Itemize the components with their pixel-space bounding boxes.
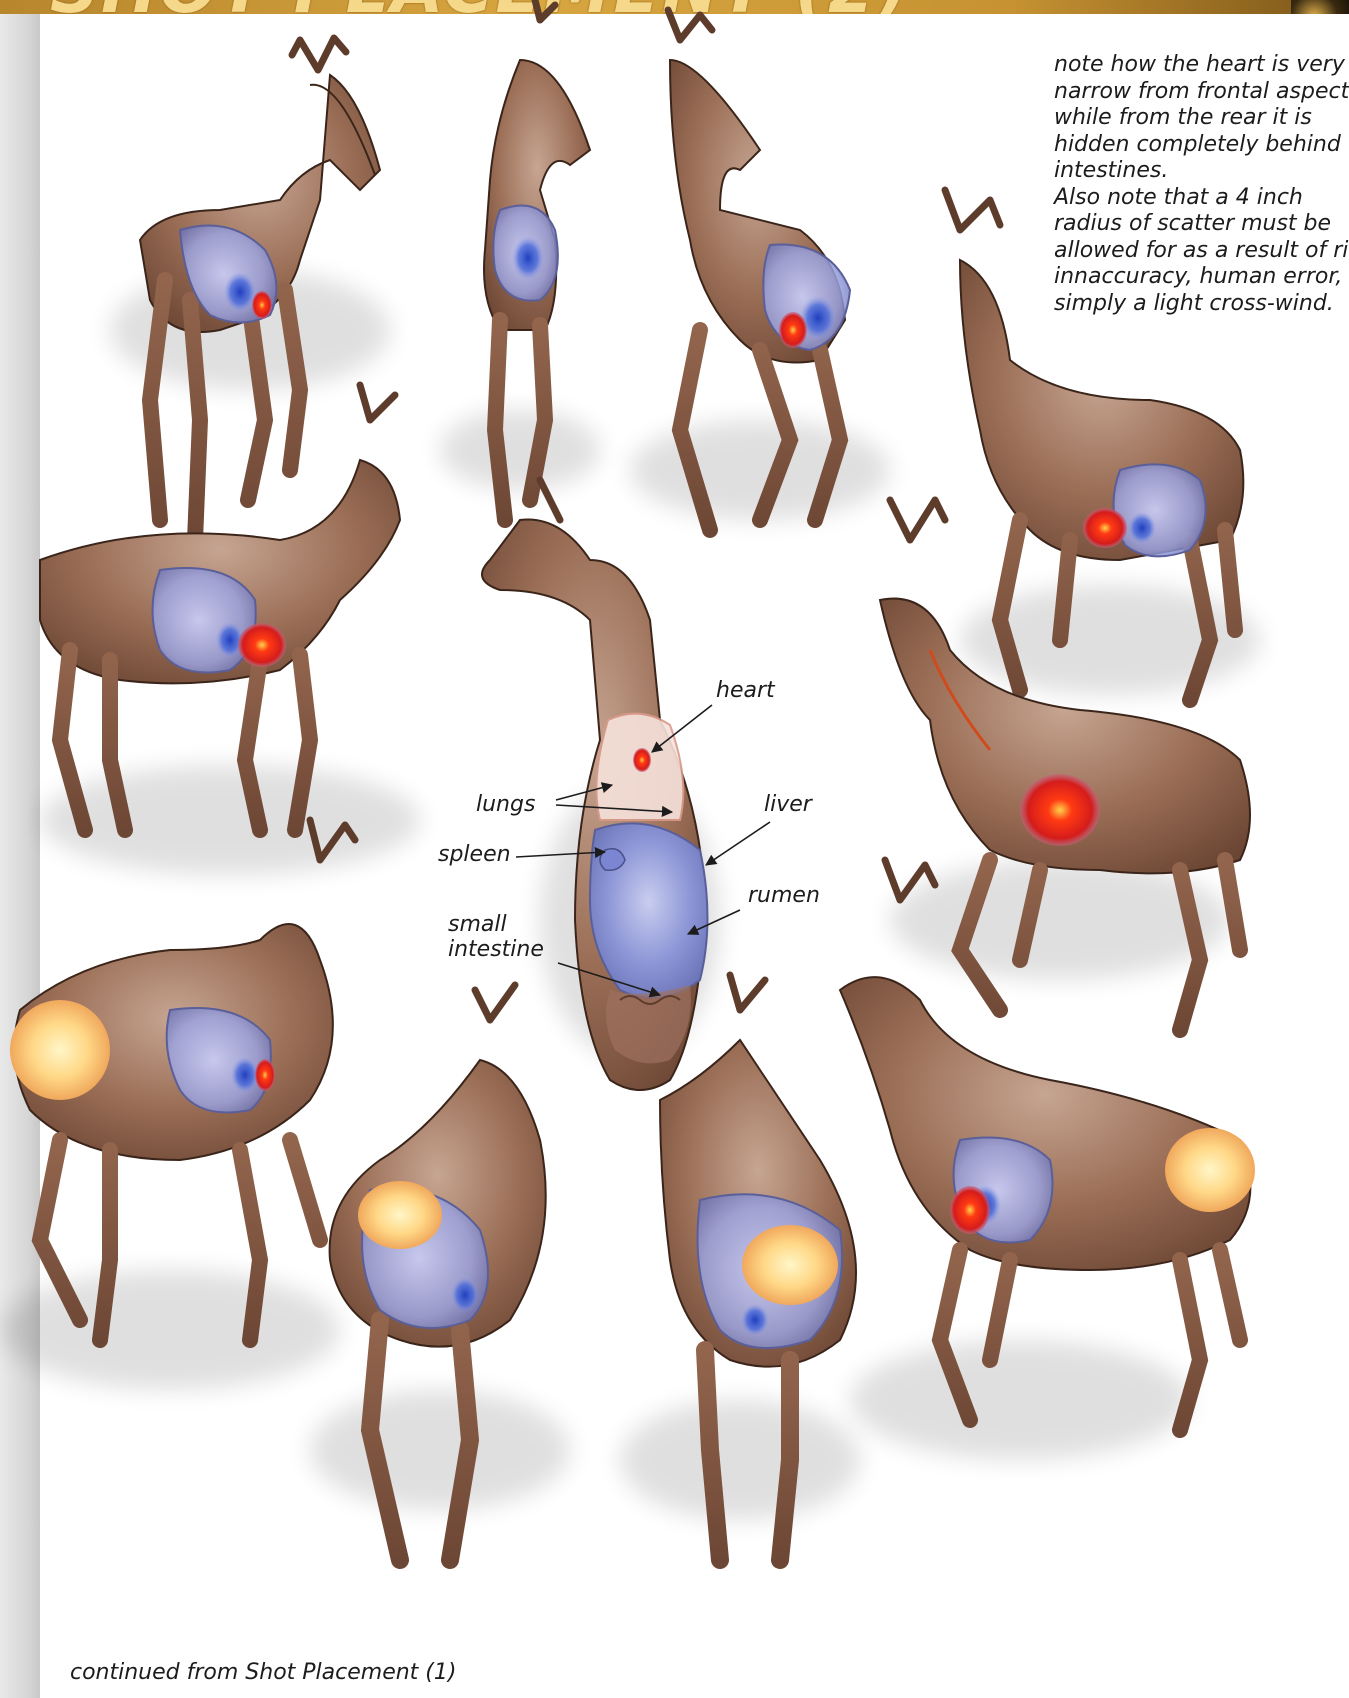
explanatory-note: note how the heart is very narrow from f… (1054, 52, 1349, 317)
note-paragraph-scatter: Also note that a 4 inch radius of scatte… (1054, 185, 1349, 318)
deer-bottom-left-rear-quarter (0, 820, 355, 1390)
deer-top-right-quarter (630, 10, 890, 530)
deer-bottom-center-left-rear (310, 985, 570, 1560)
label-small-intestine: small intestine (448, 912, 544, 962)
note-paragraph-heart: note how the heart is very narrow from f… (1054, 52, 1349, 185)
label-rumen: rumen (748, 883, 820, 908)
deer-anatomy-topdown (482, 480, 720, 1090)
deer-top-center-frontal (440, 0, 600, 520)
deer-left-broadside (40, 385, 420, 875)
deer-top-left-quarter-front (110, 38, 390, 540)
continuation-footer: continued from Shot Placement (1) (70, 1660, 456, 1685)
label-spleen: spleen (438, 842, 511, 867)
label-lungs: lungs (476, 792, 535, 817)
label-liver: liver (764, 792, 812, 817)
label-heart: heart (716, 678, 775, 703)
